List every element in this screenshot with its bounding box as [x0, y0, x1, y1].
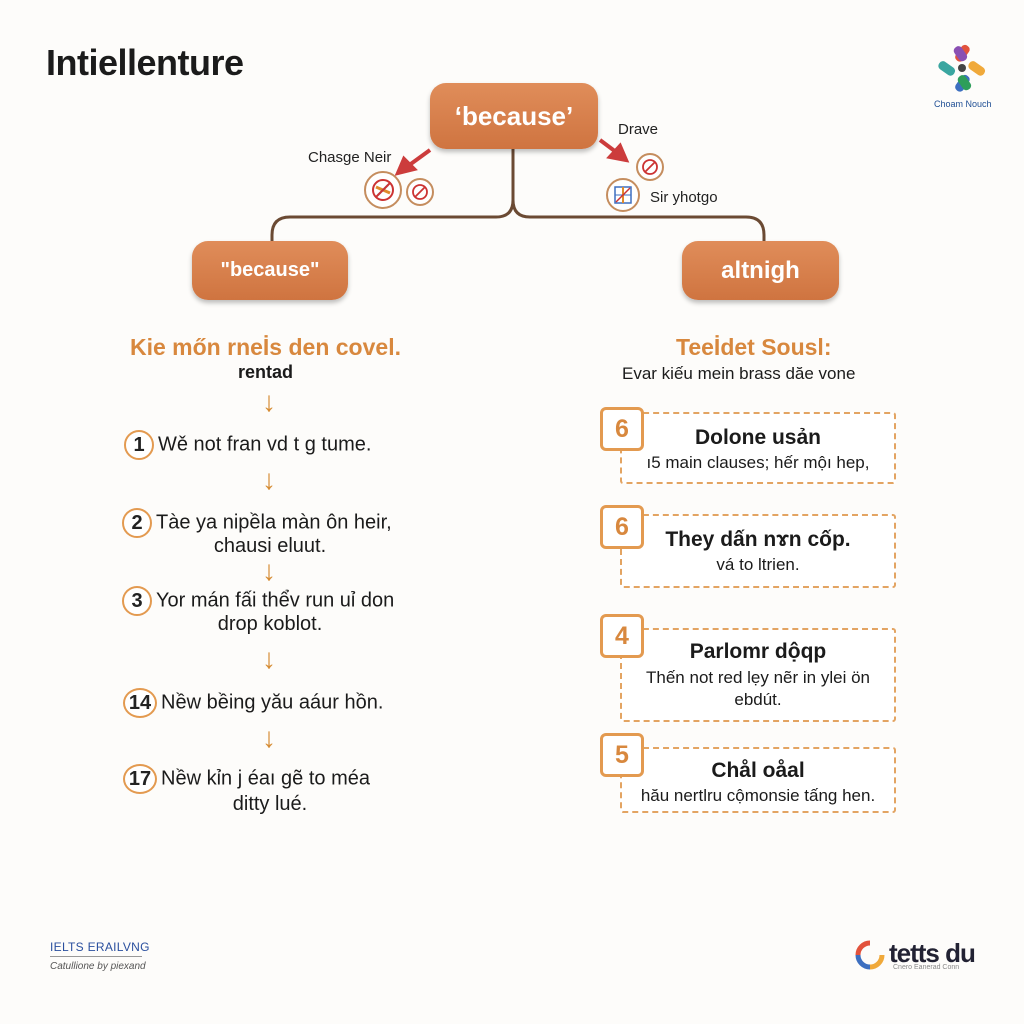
card-number-badge: 5: [600, 733, 644, 777]
footer-left-brand: IELTS ERAILVNG: [50, 940, 150, 954]
step-text: Nềw bềing yău aáur hồn.: [161, 691, 384, 714]
down-arrow-icon: ↓: [262, 722, 276, 753]
prohibited-icon: [406, 178, 434, 206]
card-number-badge: 4: [600, 614, 644, 658]
brand-swirl-icon: [855, 940, 885, 970]
footer-right-brand: tetts du: [889, 938, 976, 968]
card-text: vá to ltrien.: [716, 555, 800, 574]
left-section-heading: Kie mőn rneİs den covel.: [130, 334, 401, 360]
step-text: Yor mán fấi thểv run uỉ don: [156, 589, 395, 612]
step-number: 14: [123, 688, 157, 718]
page-title: Intiellenture: [46, 42, 244, 83]
footer-left-tagline: Catullione by piexand: [50, 961, 146, 972]
step-number: 1: [124, 430, 154, 460]
footer-divider: [50, 956, 142, 957]
card-title: Chål oåal: [711, 759, 805, 782]
card-number-badge: 6: [600, 407, 644, 451]
footer-right-subtext: Cnero Eanerad Conn: [893, 964, 960, 971]
step-text: Nềw kỉn j éaı gẽ to méa: [161, 767, 370, 790]
right-section-subheading: Evar kiếu mein brass dăe vone: [622, 364, 856, 383]
brand-logo-icon: [936, 42, 988, 94]
card-text: Thến not red lẹy nẽr in ylei ön: [646, 668, 870, 687]
example-card: Chål oåal hău nertlru cộmonsie tấng hen.: [620, 747, 896, 813]
step-text-continued: ditty lué.: [232, 793, 308, 815]
grid-chart-icon: [606, 178, 640, 212]
card-text: ı5 main clauses; hếr mộı hep,: [646, 453, 870, 472]
example-card: Dolone usản ı5 main clauses; hếr mộı hep…: [620, 412, 896, 484]
down-arrow-icon: ↓: [262, 386, 276, 417]
card-title: Parlomr dộqp: [689, 640, 827, 663]
down-arrow-icon: ↓: [262, 643, 276, 674]
card-number-badge: 6: [600, 505, 644, 549]
example-card: They dấn nɤn cốp. vá to ltrien.: [620, 514, 896, 588]
prohibited-small-icon: [636, 153, 664, 181]
card-title: They dấn nɤn cốp.: [665, 528, 851, 551]
left-section-subheading: rentad: [238, 362, 294, 382]
step-number: 3: [122, 586, 152, 616]
step-number: 2: [122, 508, 152, 538]
right-section-heading: Teeİdet Sousl:: [676, 334, 832, 360]
tree-connectors: [270, 138, 766, 243]
card-title: Dolone usản: [694, 426, 821, 449]
right-node-although: altnigh: [682, 241, 839, 300]
down-arrow-icon: ↓: [262, 464, 276, 495]
card-text: hău nertlru cộmonsie tấng hen.: [640, 786, 876, 805]
logo-caption: Choam Nouch: [934, 99, 992, 109]
left-annotation-label: Chasge Neir: [308, 149, 392, 166]
no-confusion-icon: [364, 171, 402, 209]
example-card: Parlomr dộqp Thến not red lẹy nẽr in yle…: [620, 628, 896, 722]
top-node-because: ‘because’: [430, 83, 598, 149]
card-text-continued: ebdút.: [734, 690, 782, 709]
down-arrow-icon: ↓: [262, 555, 276, 586]
left-node-because: "because": [192, 241, 348, 300]
right-annotation-label: Sir yhotgo: [650, 189, 718, 206]
step-text-continued: chausi eluut.: [213, 535, 327, 557]
step-text-continued: drop koblot.: [217, 613, 323, 635]
step-text: Tàe ya nipềla màn ôn heir,: [156, 511, 392, 534]
step-number: 17: [123, 764, 157, 794]
right-top-annotation-label: Drave: [618, 121, 659, 138]
step-text: Wě not fran vd t g tume.: [158, 433, 372, 456]
